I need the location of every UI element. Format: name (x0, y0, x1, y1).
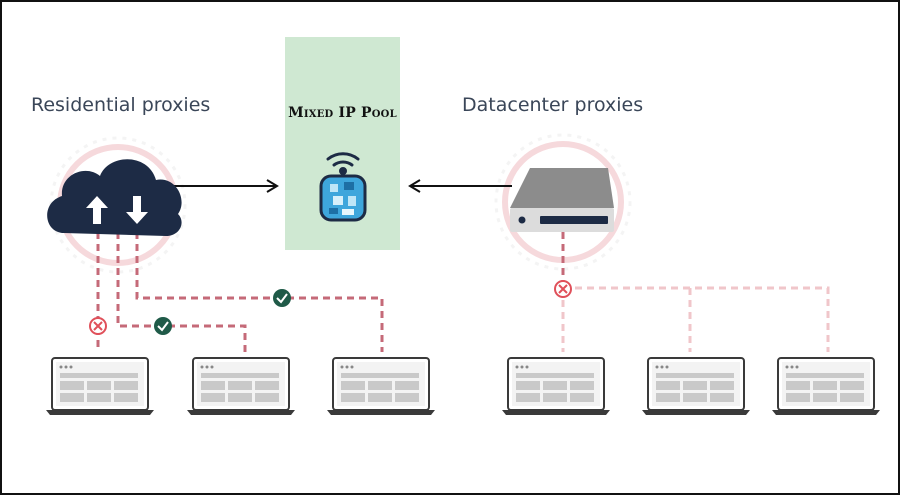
check-icon (154, 317, 172, 335)
laptop-icon (642, 357, 750, 415)
blocked-icon (554, 280, 572, 298)
laptop-icon (46, 357, 154, 415)
mixed-ip-pool-title: Mixed IP Pool (288, 105, 397, 121)
datacenter-connections (561, 232, 830, 352)
check-icon (273, 289, 291, 307)
ip-chip-icon (319, 174, 367, 222)
residential-proxies-label: Residential proxies (31, 94, 211, 116)
datacenter-proxies-label: Datacenter proxies (462, 94, 644, 116)
cloud-upload-download-icon (47, 159, 182, 236)
laptop-icon (502, 357, 610, 415)
wifi-icon (326, 152, 360, 175)
laptop-icon (187, 357, 295, 415)
blocked-icon (89, 317, 107, 335)
server-icon (510, 168, 614, 232)
residential-connections (96, 232, 384, 352)
laptop-icon (772, 357, 880, 415)
laptop-icon (327, 357, 435, 415)
